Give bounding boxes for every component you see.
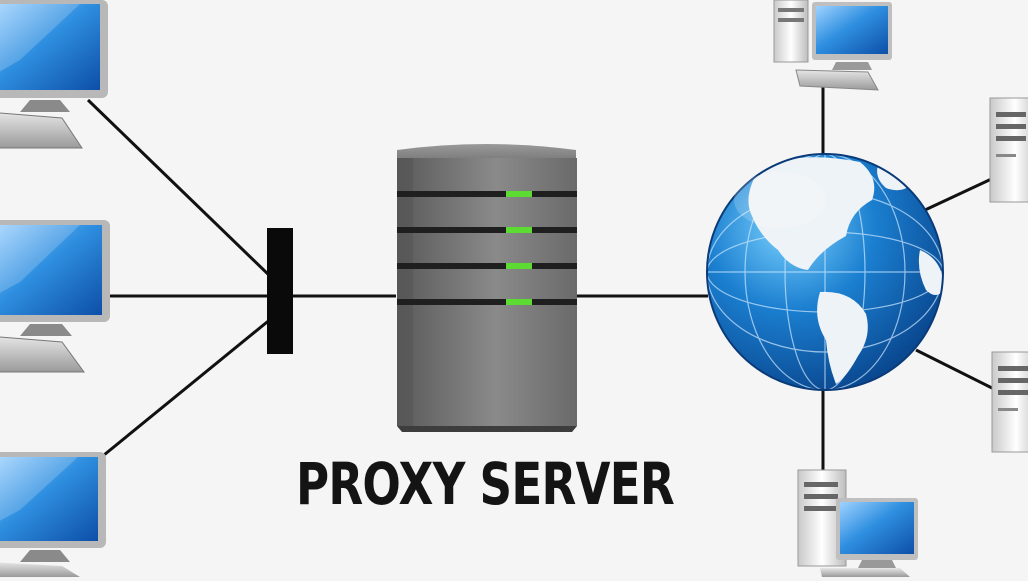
link-globe-host2 [924,173,1001,212]
remote-server-2 [991,351,1028,453]
remote-server-1 [989,97,1028,203]
globe-icon [706,153,944,391]
server-led-indicators [506,191,532,305]
client-computer-3 [0,452,106,577]
connection-lines [86,80,1001,486]
remote-desktop-2 [797,469,918,577]
server-tower-icon [397,144,577,432]
client-computer-2 [0,220,110,373]
remote-desktop-1 [773,0,892,91]
diagram-caption: PROXY SERVER [296,450,675,518]
hub-bar [267,228,293,354]
link-client1-hub [86,98,274,280]
client-computer-1 [0,0,108,149]
link-client3-hub [87,316,273,470]
link-globe-host3 [915,348,1001,394]
